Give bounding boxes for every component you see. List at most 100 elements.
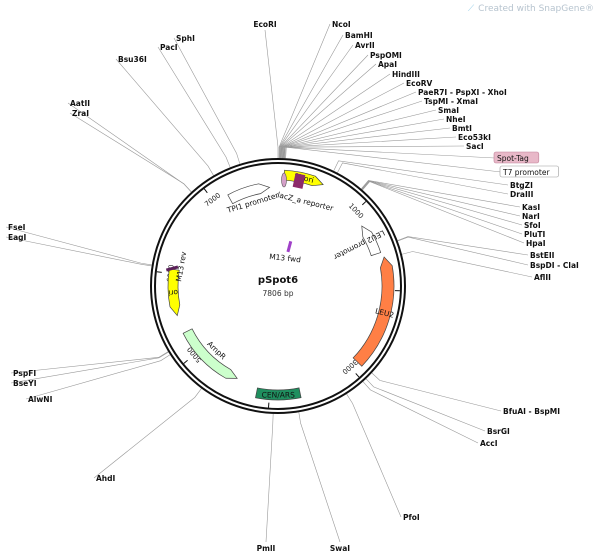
feature-leu2 [352,256,395,367]
leader-hpai [362,181,525,244]
site-label-spot-tag: Spot-Tag [497,154,529,163]
snapgene-logo-icon: ⟋ [467,4,475,14]
tick-mark-5000 [183,359,188,364]
leader-sphi [173,37,241,164]
leader-bmti [283,127,451,159]
leader-fsei [5,226,152,266]
site-label-ncoi: NcoI [332,20,351,29]
site-label-bfuai-bspmi: BfuAI - BspMI [503,407,560,416]
leader-sfoi [361,180,523,226]
leader-pmli [265,413,274,543]
site-label-t7-promoter: T7 promoter [502,168,550,177]
site-label-eco53ki: Eco53kI [458,133,491,142]
leader-eagi [5,236,152,267]
site-label-pspfi: PspFI [13,369,36,378]
site-label-tspmi-xmai: TspMI - XmaI [424,97,478,106]
leader-bseyi [10,351,169,384]
tick-label-7000: 7000 [203,191,222,208]
lacZ-mark [281,172,287,188]
tick-mark-3000 [355,373,360,378]
leader-bamhi [279,34,344,159]
leader-kasi [361,180,521,208]
site-label-eagi: EagI [8,233,27,242]
leader-bsu36i [115,58,214,176]
leader-t7-promoter [285,146,502,173]
leader-ecori [264,29,279,158]
site-label-pspomi: PspOMI [370,51,402,60]
site-label-bmti: BmtI [452,124,472,133]
leader-saci [284,145,465,159]
site-label-acci: AccI [480,439,498,448]
site-label-bsrgi: BsrGI [487,427,510,436]
site-label-pluti: PluTI [524,230,546,239]
site-label-draiii: DraIII [510,190,534,199]
site-label-pfoi: PfoI [403,513,420,522]
spot-tag-box [493,151,540,164]
leader-aflii [401,251,533,278]
snapgene-watermark: ⟋Created with SnapGene® [468,4,594,14]
leader-bspdi-clai [397,236,529,266]
leader-zrai [69,112,192,193]
site-label-pmli: PmlI [257,544,276,553]
backbone-outer-circle [150,158,406,414]
feature-cen-ars [255,387,302,401]
site-label-hindiii: HindIII [392,70,420,79]
feature-ampr [182,328,238,379]
tick-mark-1000 [361,201,367,206]
site-label-bsu36i: Bsu36I [118,55,147,64]
site-label-alwni: AlwNI [28,395,53,404]
watermark-text: Created with SnapGene® [478,4,594,14]
M13-fwd-label: M13 fwd [269,252,302,264]
leader-ncoi [278,23,331,159]
t7-promoter-box [499,165,559,178]
leader-paer7i-pspxi-xhoi [281,91,417,159]
leader-pluti [361,180,523,235]
leader-apai [280,63,377,159]
m13-rev-primer [165,265,179,272]
site-label-zrai: ZraI [72,109,89,118]
restriction-site-leaders [5,23,533,543]
site-label-swai: SwaI [330,544,350,553]
leader-ahdi [93,388,202,479]
site-label-sphi: SphI [176,34,195,43]
plasmid-name: pSpot6 [258,275,298,286]
site-label-fsei: FseI [8,223,26,232]
site-label-sfoi: SfoI [524,221,541,230]
leader-avrii [279,44,354,159]
site-label-paer7i-pspxi-xhoi: PaeR7I - PspXI - XhoI [418,88,507,97]
feature-label-cen-ars: CEN/ARS [262,390,295,399]
leader-acci [362,381,479,444]
feature-label-ori: ori [168,288,178,298]
plasmid-size: 7806 bp [263,289,294,298]
leader-bsrgi [365,378,486,432]
site-label-ahdi: AhdI [96,474,116,483]
tick-mark-7000 [203,188,208,194]
leader-pfoi [346,393,402,518]
leader-bsteii [397,236,529,256]
feature-tpi1-promoter [227,183,271,205]
site-label-bspdi-clai: BspDI - ClaI [530,261,579,270]
feature-ori [167,268,181,317]
backbone-inner-circle [154,162,402,410]
leader-nhei [282,118,445,159]
leader-spot-tag [284,146,496,159]
leader-paci [157,46,231,168]
site-label-paci: PacI [160,43,178,52]
leader-eco53ki [283,136,457,159]
site-label-kasi: KasI [522,203,540,212]
site-label-apai: ApaI [378,60,397,69]
tick-mark-6000 [156,271,162,273]
leader-smai [282,109,437,159]
site-label-ecorv: EcoRV [406,79,432,88]
leader-hindiii [280,73,391,159]
leader-swai [298,412,341,543]
m13-fwd-primer [286,240,293,253]
site-label-ecori: EcoRI [253,20,276,29]
site-label-nhei: NheI [446,115,466,124]
leader-pspfi [10,351,169,374]
leader-pspomi [279,54,369,159]
feature-leu2-promoter [361,225,382,257]
leader-ecorv [281,82,405,159]
lacZ-reporter-label: lacZ_a reporter [277,190,336,213]
